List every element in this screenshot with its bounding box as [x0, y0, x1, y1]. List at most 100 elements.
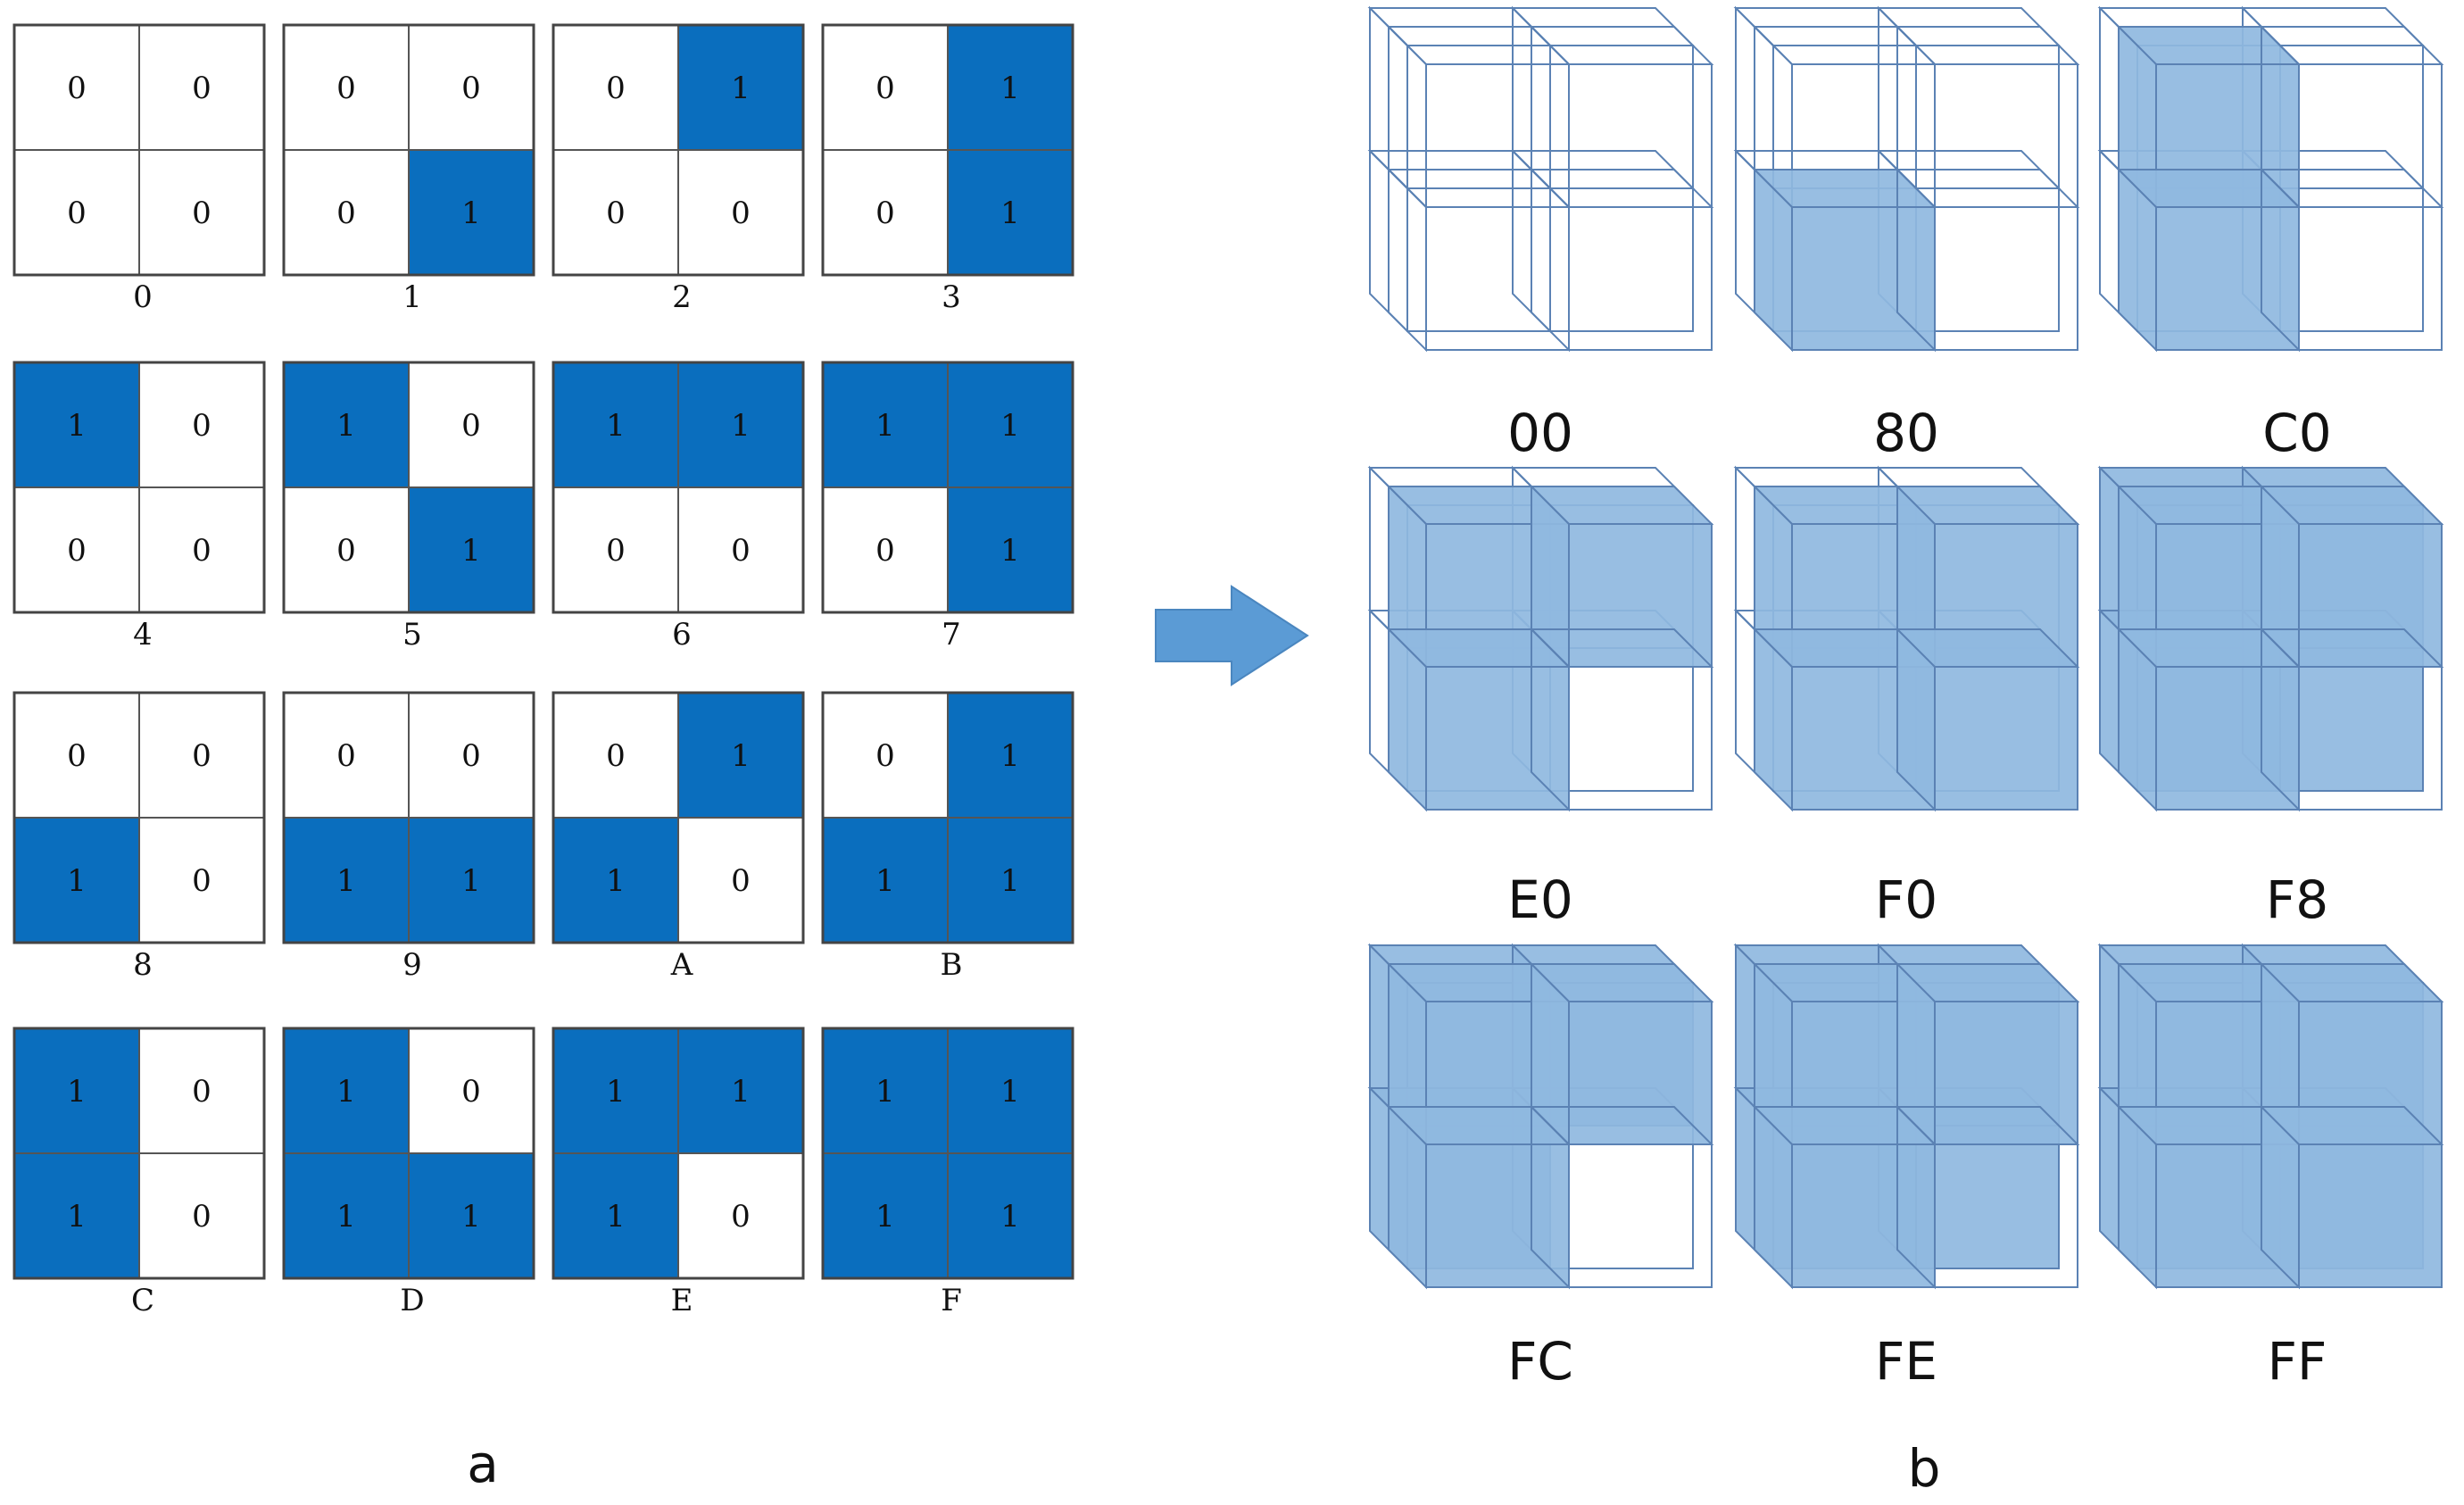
tile-cell	[13, 362, 140, 488]
voxel-cube: 00	[1367, 5, 1714, 463]
cube-label: E0	[1507, 869, 1573, 930]
tile-label: 0	[133, 279, 153, 315]
cell-value: 1	[606, 1074, 626, 1110]
tile-border	[12, 361, 266, 614]
cell-value: 0	[192, 738, 212, 774]
cell-value: 1	[1000, 195, 1020, 231]
cell-value: 0	[731, 863, 751, 899]
cell-value: 0	[67, 738, 87, 774]
cube-label: F8	[2266, 869, 2328, 930]
cell-value: 1	[875, 1199, 895, 1235]
tile-cell	[947, 817, 1074, 944]
tile-cell	[13, 1152, 140, 1279]
cell-value: 1	[1000, 1199, 1020, 1235]
cell-value: 1	[1000, 863, 1020, 899]
cell-value: 0	[192, 71, 212, 106]
tile-cell	[138, 149, 265, 276]
tile-label: 4	[133, 617, 153, 653]
tile-label: 6	[672, 617, 692, 653]
cell-value: 0	[67, 195, 87, 231]
tile-border	[12, 691, 266, 944]
voxel-front-face	[1549, 647, 1694, 792]
tile-cell	[677, 149, 804, 276]
tile-cell	[408, 24, 535, 151]
tile-cell	[13, 692, 140, 819]
cell-value: 0	[606, 71, 626, 106]
tile-cell	[677, 1152, 804, 1279]
cell-value: 1	[67, 863, 87, 899]
panel-a-label: a	[467, 1434, 499, 1494]
tile-border	[12, 1027, 266, 1280]
tile-label: C	[131, 1283, 154, 1318]
tile-cell	[552, 486, 679, 613]
voxel-front-face	[2298, 1143, 2443, 1288]
voxel-front-face	[2279, 647, 2424, 792]
cell-value: 0	[192, 195, 212, 231]
tile-cell	[677, 817, 804, 944]
tile-border	[821, 361, 1074, 614]
voxel-cube: C0	[2097, 5, 2444, 463]
cell-value: 1	[1000, 738, 1020, 774]
tile-border	[552, 691, 805, 944]
voxel-cube: FC	[1367, 943, 1714, 1392]
cell-value: 1	[336, 408, 356, 444]
cell-value: 1	[1000, 1074, 1020, 1110]
voxel-cube: FE	[1733, 943, 2080, 1392]
tile-border	[552, 1027, 805, 1280]
cell-value: 0	[606, 738, 626, 774]
panel-b-label: b	[1908, 1438, 1941, 1499]
cell-value: 0	[336, 533, 356, 569]
tile-label: A	[670, 947, 693, 983]
voxel-front-face	[1568, 1143, 1713, 1288]
cell-value: 1	[67, 1199, 87, 1235]
cube-label: 00	[1507, 403, 1573, 463]
cell-value: 0	[461, 738, 481, 774]
cell-value: 1	[67, 408, 87, 444]
tile-label: B	[941, 947, 963, 983]
cell-value: 0	[606, 533, 626, 569]
voxel-cube: 80	[1733, 5, 2080, 463]
tile-border	[552, 23, 805, 277]
voxel-front-face	[1934, 1143, 2078, 1288]
cube-label: FC	[1507, 1331, 1573, 1392]
cell-value: 1	[336, 1074, 356, 1110]
tile-border	[552, 361, 805, 614]
tile-cell	[138, 1152, 265, 1279]
cell-value: 1	[1000, 71, 1020, 106]
tile-label: E	[671, 1283, 693, 1318]
tile-border	[821, 691, 1074, 944]
cell-value: 0	[192, 533, 212, 569]
cell-value: 0	[192, 863, 212, 899]
cell-value: 0	[461, 71, 481, 106]
voxel-front-face	[1568, 206, 1713, 351]
binary-tile: 0 0 0 0 0	[12, 23, 266, 315]
tile-cell	[947, 1027, 1074, 1154]
cell-value: 1	[875, 863, 895, 899]
cell-value: 0	[67, 71, 87, 106]
cell-value: 0	[192, 1074, 212, 1110]
tile-cell	[138, 24, 265, 151]
cell-value: 1	[1000, 533, 1020, 569]
voxel-cube: FF	[2097, 943, 2444, 1392]
cell-value: 1	[461, 195, 481, 231]
cell-value: 1	[461, 533, 481, 569]
cell-value: 1	[606, 1199, 626, 1235]
voxel-front-face	[1915, 1125, 2060, 1269]
tile-cell	[13, 24, 140, 151]
cell-value: 0	[336, 71, 356, 106]
cell-value: 0	[731, 533, 751, 569]
cell-value: 1	[67, 1074, 87, 1110]
cell-value: 0	[67, 533, 87, 569]
tile-border	[821, 1027, 1074, 1280]
tile-cell	[408, 362, 535, 488]
